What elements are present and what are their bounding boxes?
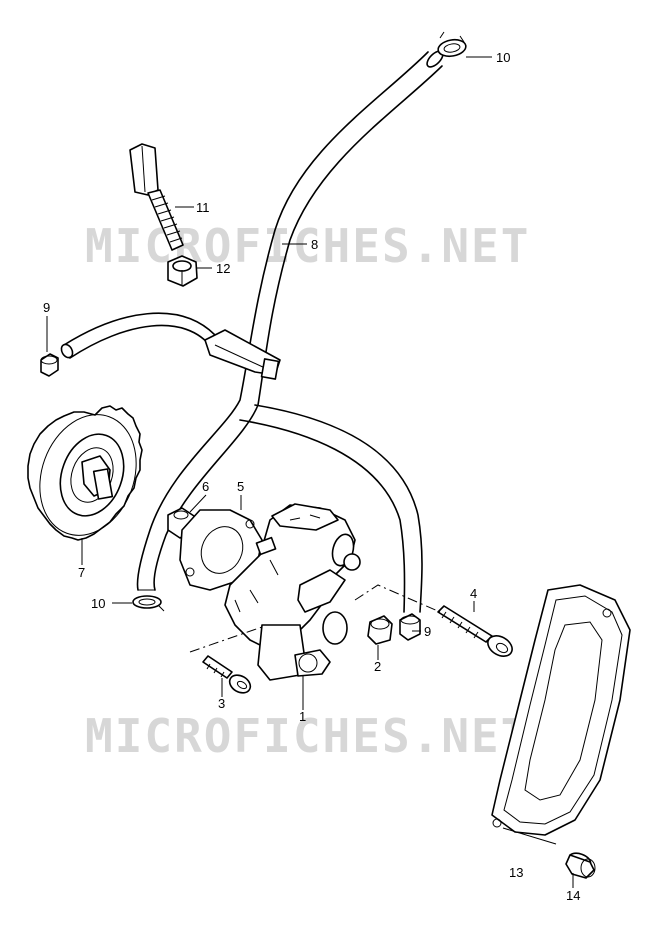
part-2-fitting bbox=[367, 615, 393, 645]
part-10-clip-bottom bbox=[132, 595, 165, 612]
hose-clamp bbox=[204, 329, 281, 380]
part-10-clip-top bbox=[437, 31, 467, 58]
callout-3: 3 bbox=[218, 696, 225, 711]
part-9-hose-left bbox=[60, 312, 216, 359]
callout-7: 7 bbox=[78, 565, 85, 580]
part-1-oil-pump bbox=[224, 503, 361, 681]
part-4-bolt bbox=[437, 605, 513, 657]
part-9-cap-left bbox=[40, 353, 59, 377]
callout-5: 5 bbox=[237, 479, 244, 494]
part-9-cap-right bbox=[399, 613, 421, 641]
part-5-gasket bbox=[179, 509, 263, 591]
part-11-stud-bolt bbox=[129, 143, 184, 251]
watermark-bottom: MICROFICHES.NET bbox=[85, 709, 530, 763]
callout-1: 1 bbox=[299, 709, 306, 724]
part-14-screw bbox=[565, 852, 596, 879]
callout-14: 14 bbox=[566, 888, 580, 903]
alignment-line-left bbox=[189, 626, 263, 653]
callout-13: 13 bbox=[509, 865, 523, 880]
part-7-drive-gear bbox=[27, 405, 143, 541]
part-12-nut bbox=[167, 255, 198, 287]
part-3-bolt bbox=[202, 655, 252, 694]
callout-12: 12 bbox=[216, 261, 230, 276]
watermark-top: MICROFICHES.NET bbox=[85, 219, 530, 273]
callout-9-right: 9 bbox=[424, 624, 431, 639]
callout-10-bottom: 10 bbox=[91, 596, 105, 611]
part-13-cover bbox=[491, 584, 631, 836]
callout-9-left: 9 bbox=[43, 300, 50, 315]
callout-8: 8 bbox=[311, 237, 318, 252]
callout-6: 6 bbox=[202, 479, 209, 494]
callout-labels: 10 11 8 12 9 6 5 7 10 4 9 2 3 1 13 14 bbox=[43, 50, 580, 903]
leader-lines bbox=[46, 56, 574, 888]
callout-10-top: 10 bbox=[496, 50, 510, 65]
alignment-line-right bbox=[354, 584, 441, 613]
callout-4: 4 bbox=[470, 586, 477, 601]
callout-2: 2 bbox=[374, 659, 381, 674]
callout-11: 11 bbox=[196, 200, 210, 215]
